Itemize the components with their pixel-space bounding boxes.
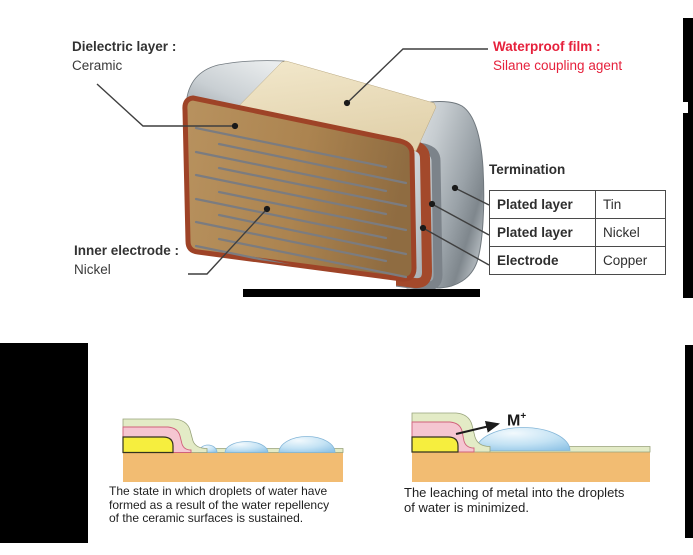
capacitor-illustration — [96, 48, 490, 291]
ion-charge: + — [520, 411, 527, 422]
termination-table: Plated layer Tin Plated layer Nickel Ele… — [489, 190, 666, 275]
leader-dielectric — [96, 83, 233, 127]
cut-front-face — [182, 95, 417, 282]
edge-bar-notch — [683, 102, 688, 113]
metal-leaching-diagram — [411, 412, 651, 482]
leader-inner-electrode — [188, 210, 266, 275]
droplet-medium — [224, 441, 269, 453]
edge-block-left — [0, 343, 88, 543]
leader-plated-tin — [454, 187, 490, 206]
table-row: Plated layer Tin — [489, 190, 666, 219]
water-droplets — [198, 436, 336, 453]
leader-lines — [96, 48, 490, 275]
caption-water-repellency: The state in which droplets of water hav… — [109, 484, 330, 525]
leader-waterproof — [346, 48, 488, 104]
divider-bar — [243, 289, 480, 297]
leader-plated-nickel — [431, 203, 490, 236]
copper-band — [396, 136, 433, 289]
row-label: Plated layer — [489, 218, 596, 247]
plated-layer-band — [396, 137, 443, 291]
label-waterproof-film: Waterproof film : Silane coupling agent — [493, 37, 622, 75]
row-value: Copper — [595, 246, 666, 275]
termination-metal-cross-section — [411, 436, 459, 453]
substrate-layer — [123, 452, 343, 482]
row-label: Plated layer — [489, 190, 596, 219]
callout-dots — [231, 99, 459, 232]
water-repellency-diagram — [122, 418, 344, 482]
leader-electrode-copper — [422, 227, 490, 266]
caption-metal-leaching: The leaching of metal into the droplets … — [404, 485, 625, 515]
table-row: Electrode Copper — [489, 246, 666, 275]
table-row: Plated layer Nickel — [489, 218, 666, 247]
dielectric-value: Ceramic — [72, 58, 123, 73]
waterproof-value: Silane coupling agent — [493, 58, 623, 73]
inner-electrode-title: Inner electrode : — [74, 243, 180, 258]
ceramic-top-face — [228, 60, 437, 152]
metal-ion-label: M+ — [507, 411, 526, 430]
row-value: Tin — [595, 190, 666, 219]
row-label: Electrode — [489, 246, 596, 275]
label-inner-electrode: Inner electrode : Nickel — [74, 241, 179, 279]
waterproof-title: Waterproof film : — [493, 39, 601, 54]
label-dielectric-layer: Dielectric layer : Ceramic — [72, 37, 176, 75]
inner-electrode-value: Nickel — [74, 262, 111, 277]
leaching-arrow — [455, 420, 500, 435]
edge-bar-right-top — [683, 18, 693, 298]
droplet-large — [475, 427, 571, 451]
dielectric-title: Dielectric layer : — [72, 39, 177, 54]
row-value: Nickel — [595, 218, 666, 247]
droplet-large — [278, 436, 336, 453]
termination-metal-cross-section — [122, 436, 174, 454]
termination-table-title: Termination — [489, 162, 566, 177]
substrate-layer — [412, 452, 650, 482]
edge-bar-right-bottom — [685, 345, 693, 538]
ion-symbol: M — [507, 412, 521, 430]
